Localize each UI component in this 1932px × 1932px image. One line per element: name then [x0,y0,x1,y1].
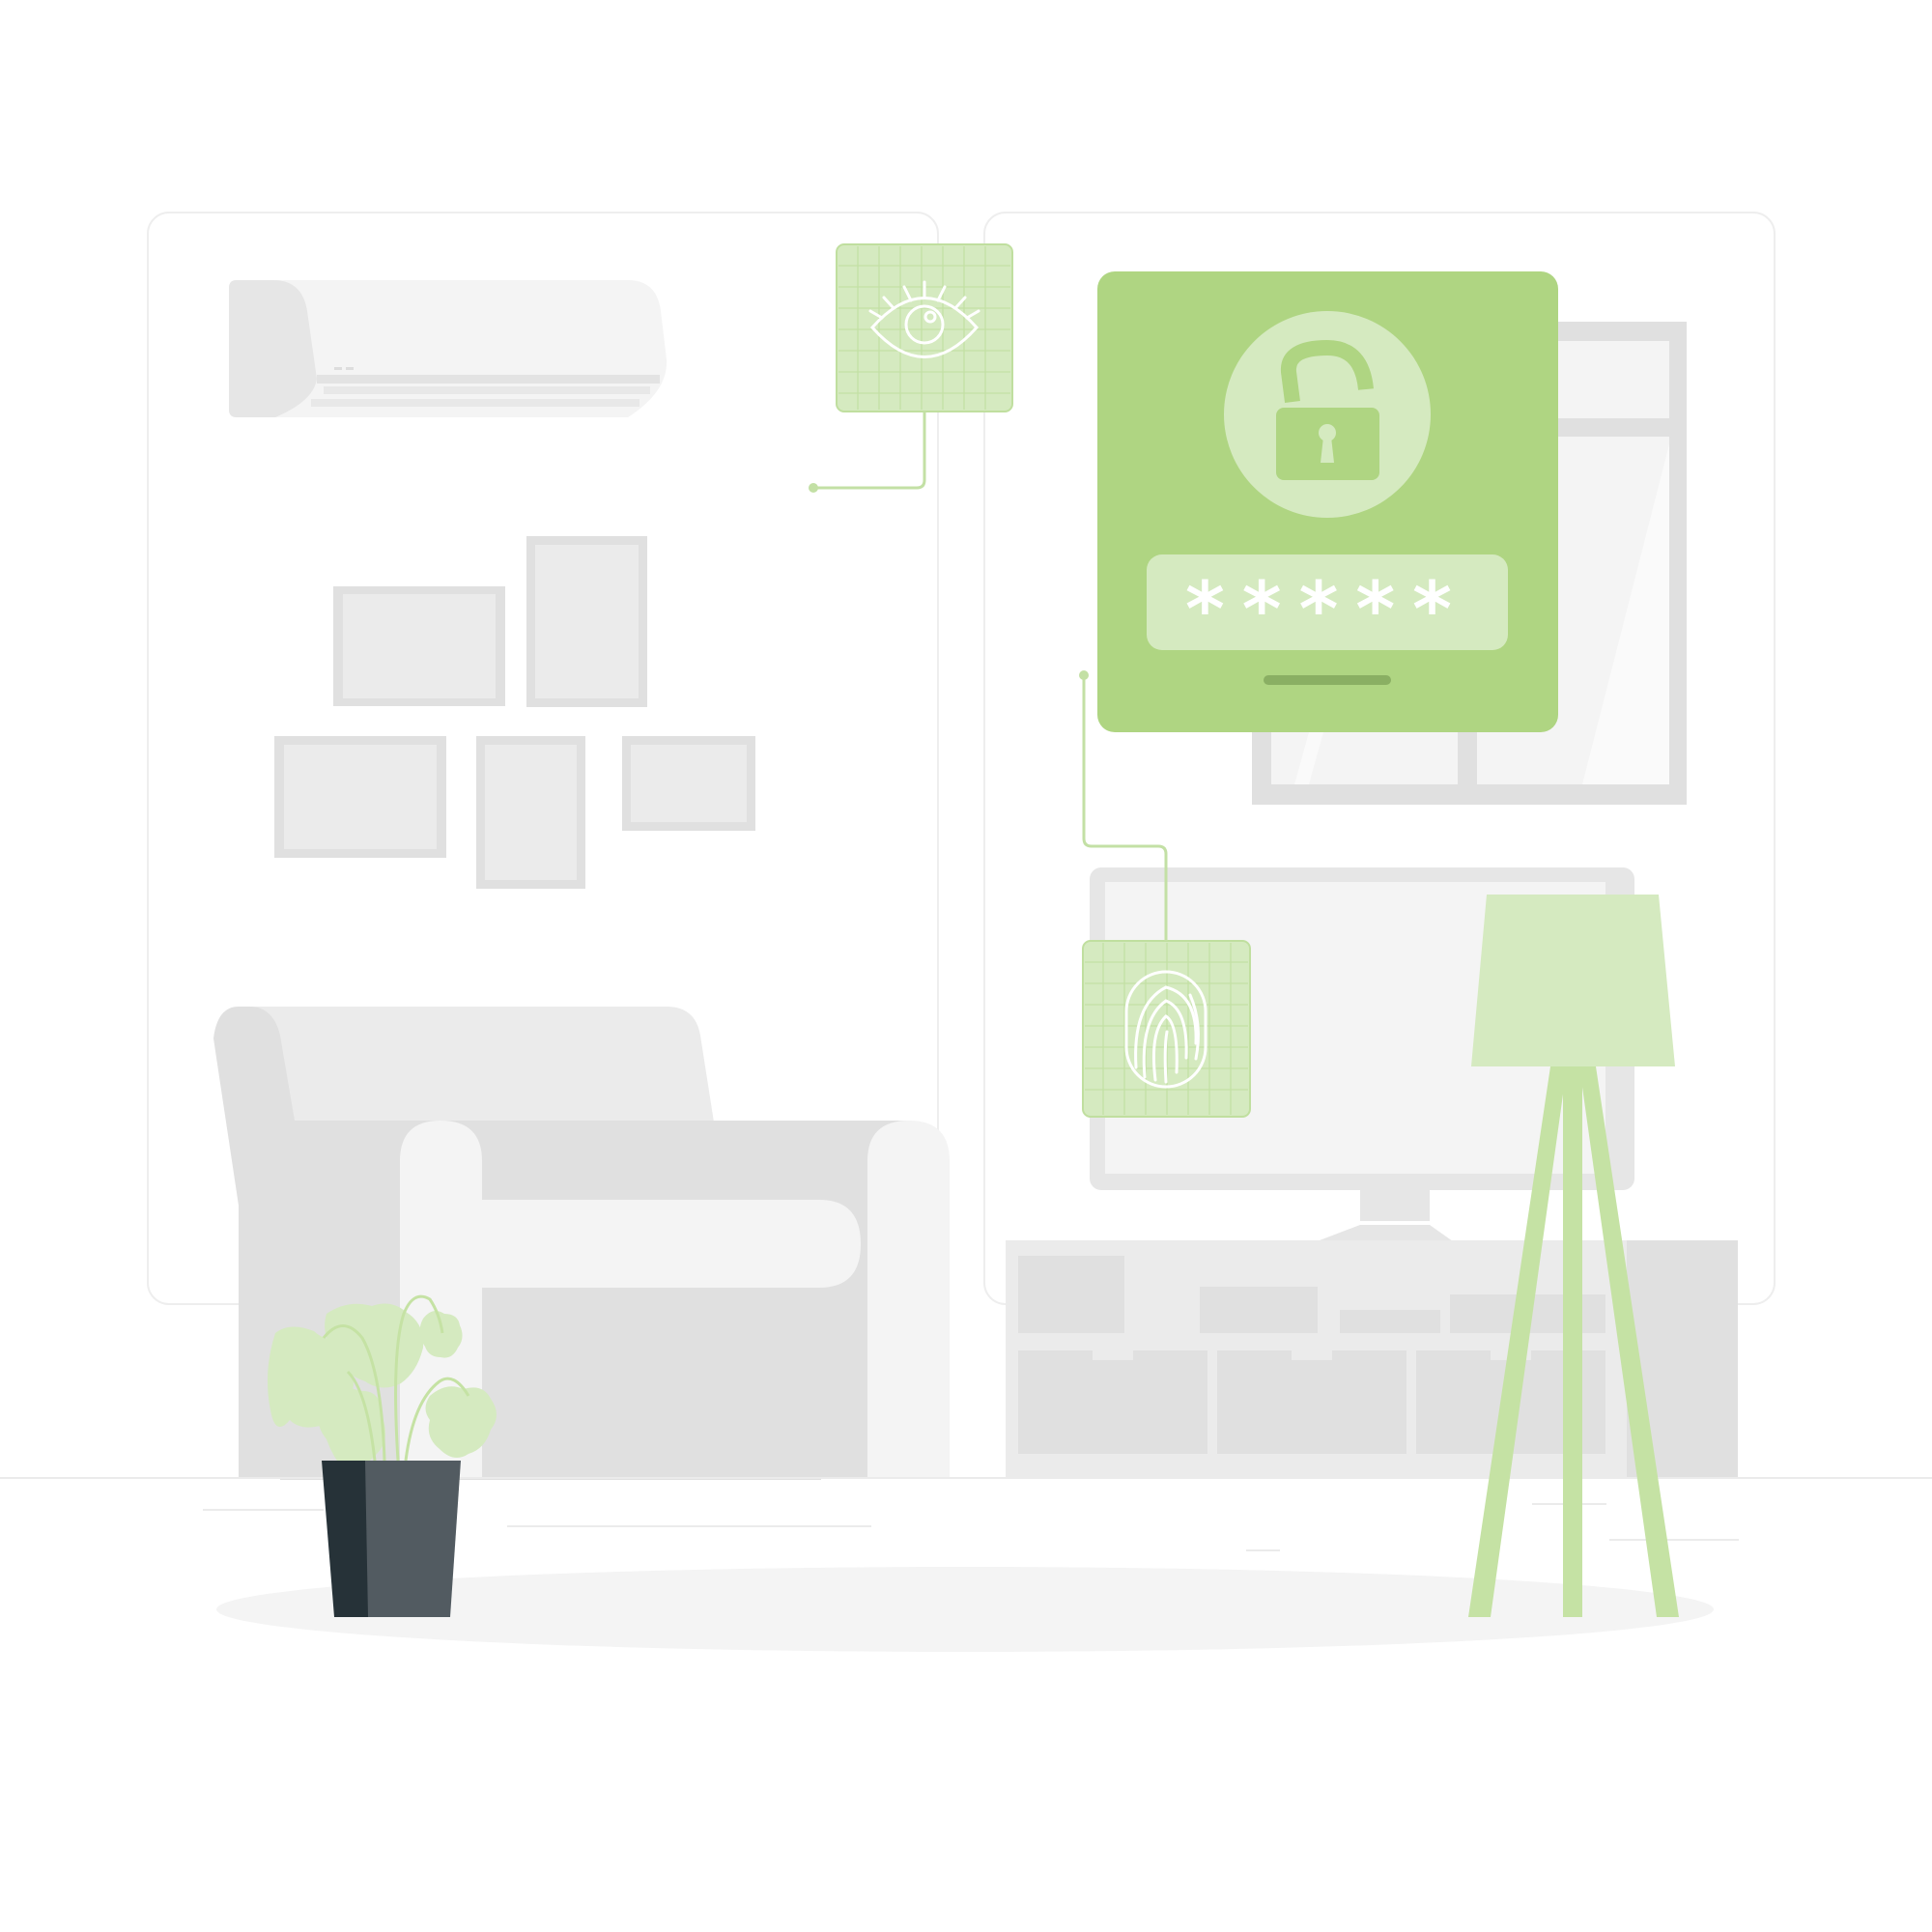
fingerprint-scan-card [1082,940,1251,1118]
floor-details [203,1503,1739,1551]
password-mask: ***** [1185,567,1469,654]
submit-bar[interactable] [1264,675,1391,685]
eye-icon [868,280,980,358]
floor-shadow [216,1567,1714,1652]
unlocked-padlock-icon [1276,339,1379,480]
connector-dot [809,483,818,493]
plant-pot-dark-side [322,1461,369,1617]
potted-plant [267,1294,497,1617]
tv-stand [1006,1240,1738,1479]
eye-connector-line [813,412,926,490]
connector-dot [1079,670,1089,680]
fingerprint-icon [1124,970,1208,1089]
air-conditioner [229,280,668,417]
login-panel[interactable]: ***** [1097,271,1558,732]
plant-pot [365,1461,461,1617]
floor-lamp [1468,895,1679,1617]
password-field[interactable] [1147,554,1508,650]
picture-frames [274,536,755,889]
eye-scan-card [836,243,1013,412]
fingerprint-connector-line [1082,676,1168,941]
